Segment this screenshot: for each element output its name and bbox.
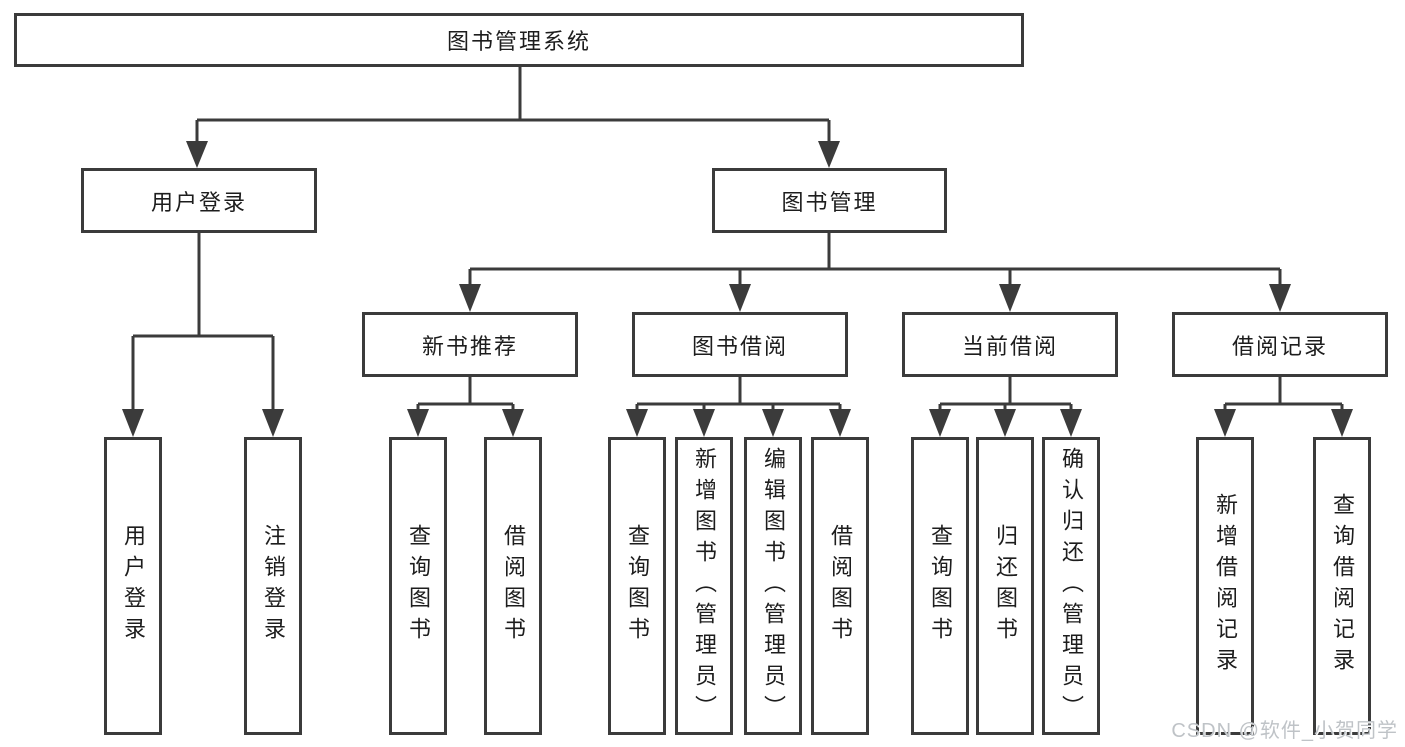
node-label: 归还图书: [993, 524, 1018, 648]
node-label: 图书管理系统: [446, 29, 591, 54]
node-label: 查询图书: [625, 524, 650, 648]
node-new-book-recommend: 新书推荐: [362, 312, 578, 377]
leaf-query-borrow-record: 查询借阅记录: [1313, 437, 1371, 735]
leaf-query-books-recommend: 查询图书: [389, 437, 447, 735]
node-borrow-records: 借阅记录: [1172, 312, 1388, 377]
node-label: 借阅图书: [501, 524, 526, 648]
node-book-borrow: 图书借阅: [632, 312, 848, 377]
leaf-add-borrow-record: 新增借阅记录: [1196, 437, 1254, 735]
node-label: 确认归还（管理员）: [1059, 446, 1084, 726]
node-label: 用户登录: [150, 189, 247, 215]
leaf-query-books-current: 查询图书: [911, 437, 969, 735]
leaf-query-books: 查询图书: [608, 437, 666, 735]
leaf-edit-books-admin: 编辑图书（管理员）: [744, 437, 802, 735]
node-label: 查询图书: [406, 524, 431, 648]
node-user-login: 用户登录: [81, 168, 317, 233]
node-library-management-system: 图书管理系统: [14, 13, 1024, 67]
node-label: 新增图书（管理员）: [692, 446, 717, 726]
leaf-borrow-books: 借阅图书: [811, 437, 869, 735]
node-label: 新增借阅记录: [1213, 493, 1238, 679]
node-label: 查询图书: [928, 524, 953, 648]
leaf-confirm-return-admin: 确认归还（管理员）: [1042, 437, 1100, 735]
node-label: 新书推荐: [421, 333, 518, 359]
leaf-return-books: 归还图书: [976, 437, 1034, 735]
node-label: 用户登录: [121, 524, 146, 648]
node-current-borrow: 当前借阅: [902, 312, 1118, 377]
node-label: 图书管理: [781, 189, 878, 215]
csdn-watermark: CSDN @软件_小贺同学: [1171, 720, 1398, 742]
leaf-borrow-books-recommend: 借阅图书: [484, 437, 542, 735]
node-label: 编辑图书（管理员）: [761, 446, 786, 726]
node-label: 图书借阅: [691, 333, 788, 359]
node-label: 借阅记录: [1231, 333, 1328, 359]
node-label: 借阅图书: [828, 524, 853, 648]
node-book-management: 图书管理: [712, 168, 947, 233]
leaf-user-login: 用户登录: [104, 437, 162, 735]
node-label: 注销登录: [261, 524, 286, 648]
leaf-logout: 注销登录: [244, 437, 302, 735]
leaf-add-books-admin: 新增图书（管理员）: [675, 437, 733, 735]
node-label: 当前借阅: [961, 333, 1058, 359]
node-label: 查询借阅记录: [1330, 493, 1355, 679]
